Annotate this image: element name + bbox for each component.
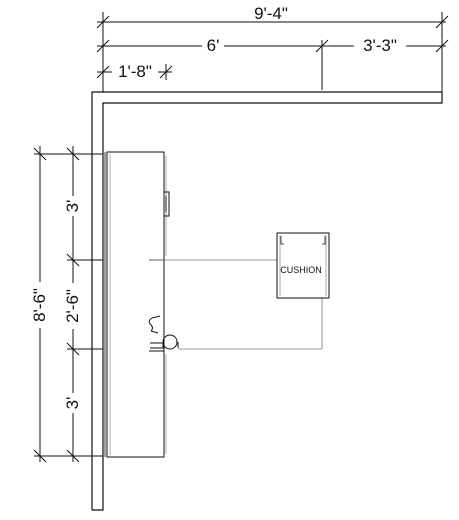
width-right-label-bg [354,37,406,54]
left-dimension-labels: 8'-6" 3' 2'-6" 3' [30,196,83,413]
cushion-label: CUSHION [280,265,322,275]
segment-middle-label: 2'-6" [63,289,82,323]
width-left-label: 6' [207,36,220,55]
width-left-label-bg [202,37,224,54]
counter-run [106,151,165,458]
top-dimension-labels: 9'-4" 6' 3'-3" 1'-8" [112,4,406,81]
faucet-icon [148,315,161,334]
segment-bottom-label-bg [63,393,83,413]
segment-bottom-label: 3' [63,397,82,410]
overall-width-label-bg [251,4,291,21]
lower-cabinet [149,350,167,458]
width-right-label: 3'-3" [363,36,397,55]
upper-cabinet [149,151,167,261]
wall-outline [91,91,443,511]
sink-bowl [150,334,179,350]
depth-label-bg [112,63,158,79]
cushion: CUSHION [276,232,330,299]
top-dimensions [96,12,449,92]
segment-top-label-bg [63,196,83,216]
overall-height-label-bg [30,282,50,328]
overall-height-label: 8'-6" [30,288,49,322]
depth-label: 1'-8" [118,62,152,81]
segment-top-label: 3' [63,200,82,213]
overall-width-label: 9'-4" [254,4,288,23]
cushion-outline [276,232,330,299]
segment-middle-label-bg [63,283,83,329]
appliance-handle [163,191,170,217]
